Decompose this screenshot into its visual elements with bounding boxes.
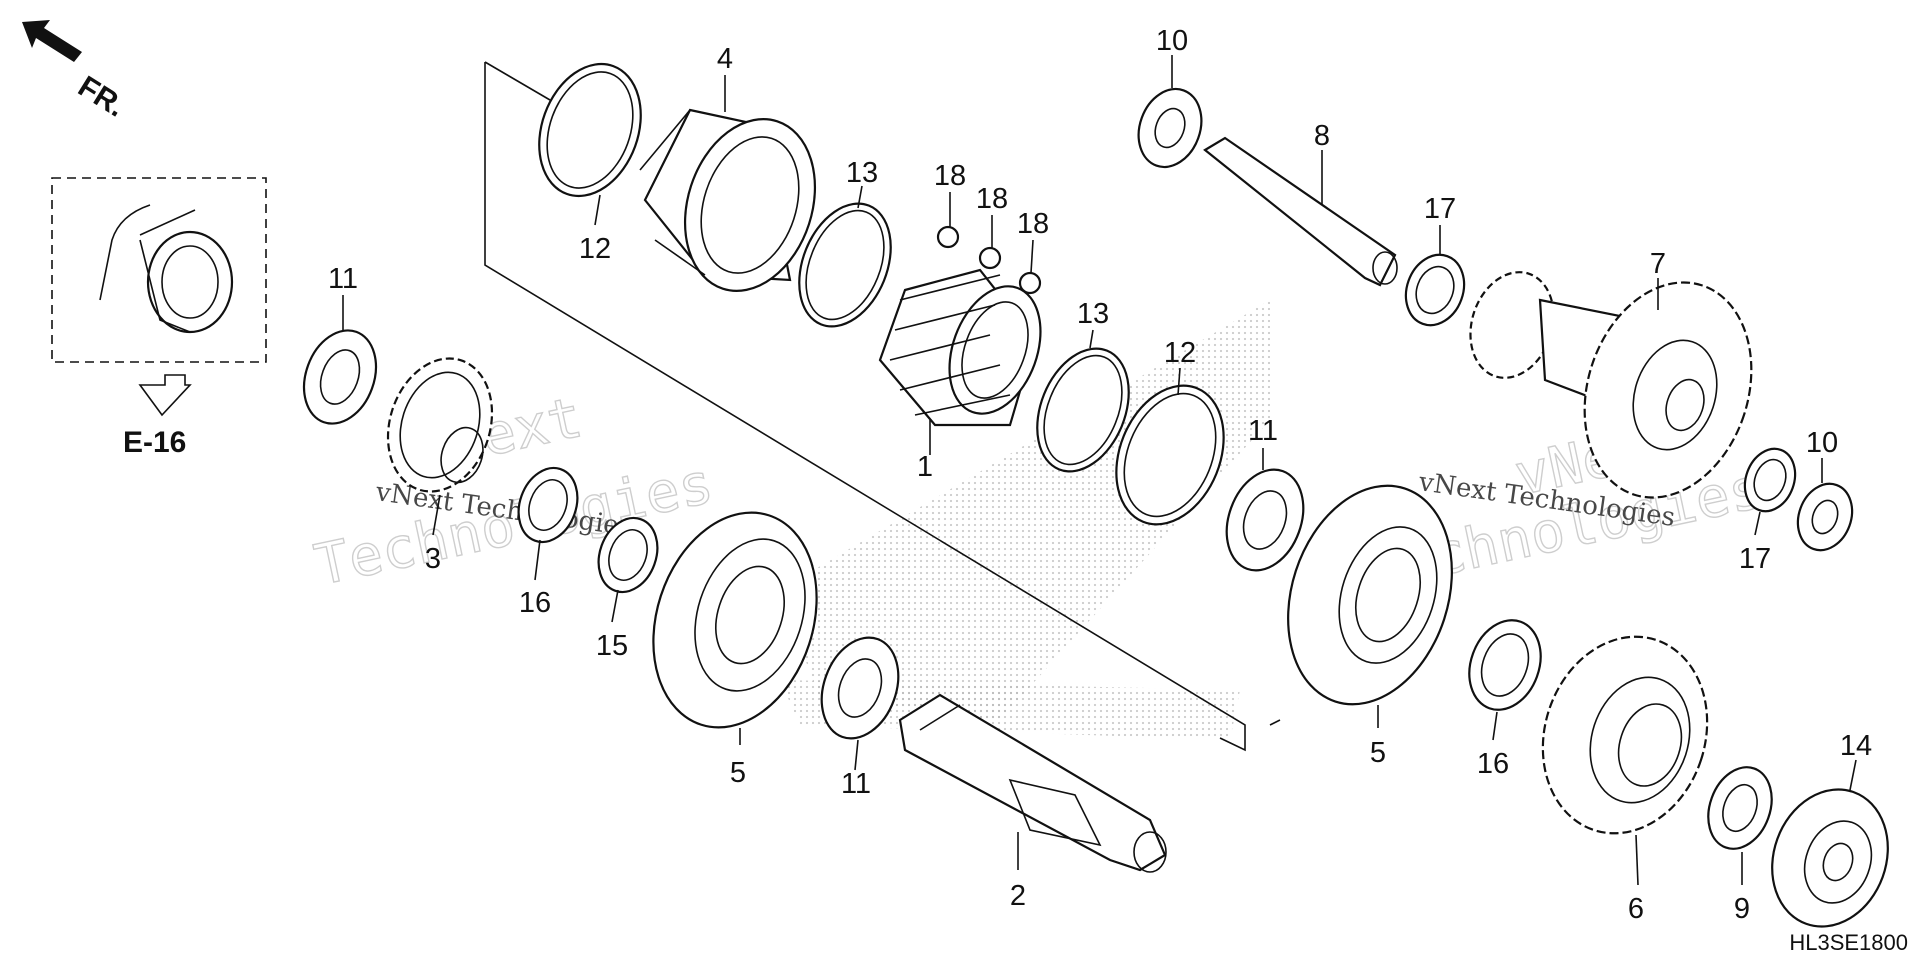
callout-17-top: 17	[1424, 193, 1456, 225]
part-17-bearing-right[interactable]	[1737, 442, 1804, 519]
part-5-gear-left[interactable]	[627, 491, 843, 748]
part-11-washer-bottom[interactable]	[808, 627, 911, 749]
callout-18-c: 18	[1017, 208, 1049, 240]
callout-5-left: 5	[730, 757, 746, 789]
reference-inset: E-16	[51, 177, 267, 459]
part-10-washer-top[interactable]	[1128, 80, 1212, 176]
part-8-pin[interactable]	[1203, 136, 1398, 287]
part-2-shaft[interactable]	[898, 693, 1167, 873]
front-label: FR.	[72, 70, 130, 124]
callout-6: 6	[1628, 893, 1644, 925]
assembly-plane-edge-end	[1269, 719, 1281, 726]
part-4-sleeve[interactable]	[639, 102, 836, 308]
part-3-gear[interactable]	[371, 345, 508, 505]
callout-8: 8	[1314, 120, 1330, 152]
part-5-gear-right[interactable]	[1261, 464, 1479, 725]
callout-12-top: 12	[579, 233, 611, 265]
leader-lines	[342, 55, 1857, 886]
callout-5-right: 5	[1370, 737, 1386, 769]
callout-1: 1	[917, 451, 933, 483]
callout-4: 4	[717, 43, 733, 75]
part-7-gear-cluster[interactable]	[1457, 261, 1778, 520]
callout-11-bottom: 11	[841, 768, 871, 800]
part-16-bearing-left[interactable]	[509, 460, 588, 551]
part-14-bearing[interactable]	[1753, 773, 1906, 943]
part-15-bearing[interactable]	[589, 510, 668, 601]
callout-11-middle: 11	[1248, 415, 1278, 447]
callout-7: 7	[1650, 248, 1666, 280]
callout-10-top: 10	[1156, 25, 1188, 57]
assembly-plane-edge	[484, 61, 551, 101]
callout-labels: 1 2 3 4 5 5 6 7 8 9 10 10 11 11 11 12 12…	[328, 25, 1872, 925]
callout-16-left: 16	[519, 587, 551, 619]
reference-label: E-16	[123, 426, 186, 459]
part-12-ring-top[interactable]	[522, 50, 659, 211]
callout-3: 3	[425, 543, 441, 575]
callout-9: 9	[1734, 893, 1750, 925]
callout-17-right: 17	[1739, 543, 1771, 575]
diagram-code: HL3SE1800	[1789, 930, 1908, 955]
callout-10-right: 10	[1806, 427, 1838, 459]
part-18-balls[interactable]	[936, 225, 1042, 295]
callout-12-middle: 12	[1164, 337, 1196, 369]
front-arrow: FR.	[22, 20, 131, 124]
part-9-washer[interactable]	[1697, 758, 1782, 857]
part-16-bearing-right[interactable]	[1457, 610, 1552, 720]
part-10-washer-right[interactable]	[1789, 476, 1861, 558]
callout-16-right: 16	[1477, 748, 1509, 780]
callout-18-a: 18	[934, 160, 966, 192]
callout-18-b: 18	[976, 183, 1008, 215]
callout-13-left: 13	[846, 157, 878, 189]
part-11-washer-left[interactable]	[292, 320, 389, 433]
callout-13-right: 13	[1077, 298, 1109, 330]
part-1-hub[interactable]	[878, 268, 1057, 427]
part-11-washer-middle[interactable]	[1213, 459, 1316, 581]
callout-15: 15	[596, 630, 628, 662]
callout-11-left: 11	[328, 263, 358, 295]
part-17-bearing-top[interactable]	[1396, 247, 1473, 334]
part-13-snap-ring-left[interactable]	[782, 190, 908, 340]
callout-2: 2	[1010, 880, 1026, 912]
callout-14: 14	[1840, 730, 1872, 762]
part-12-ring-middle[interactable]	[1097, 370, 1244, 541]
assembly-plane-outline	[484, 62, 1246, 752]
part-6-gear[interactable]	[1518, 615, 1732, 855]
part-13-snap-ring-right[interactable]	[1020, 335, 1146, 485]
